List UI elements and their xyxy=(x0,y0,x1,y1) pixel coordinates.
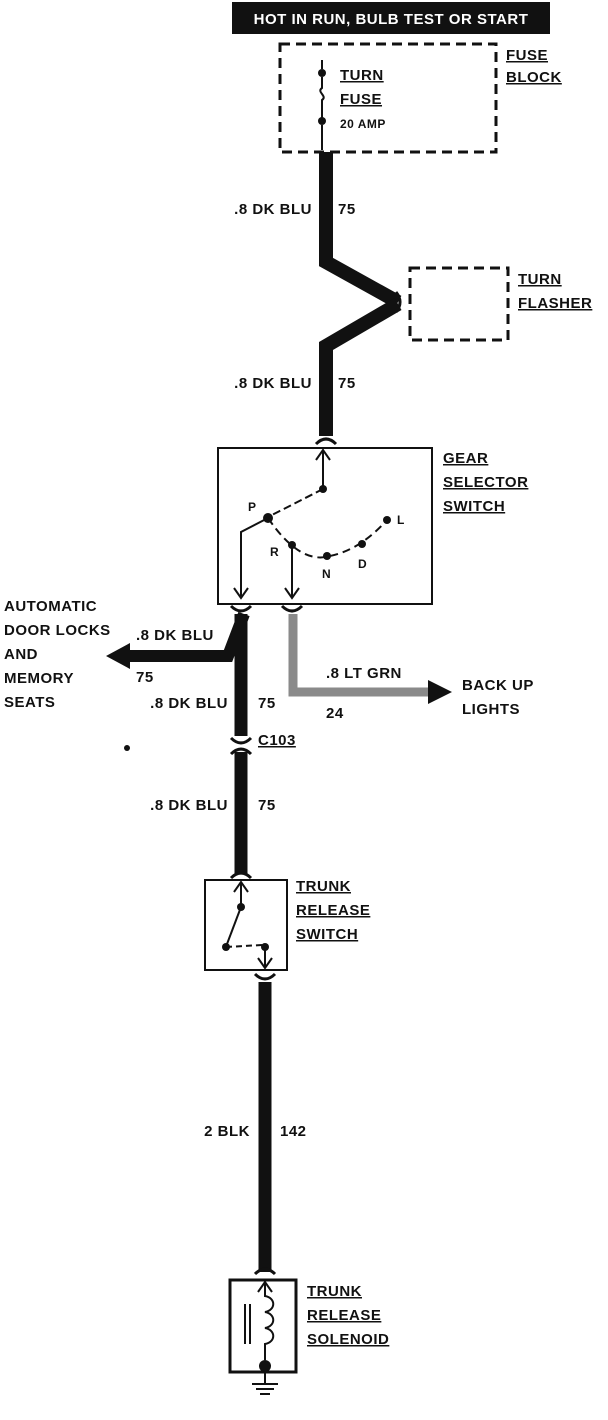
wire-5-circuit: 75 xyxy=(258,797,276,814)
solenoid-coil xyxy=(264,1284,275,1360)
fuse-terminal-top xyxy=(318,69,326,77)
fuse-block-box xyxy=(278,42,498,154)
gear-selector-box xyxy=(217,447,433,605)
contact-n xyxy=(323,552,331,560)
flasher-box xyxy=(408,266,510,342)
fuse-terminal-bottom xyxy=(318,117,326,125)
dest-auto-3: AND xyxy=(4,646,38,663)
wire-3-size-color: .8 DK BLU xyxy=(136,627,214,644)
dest-auto-5: SEATS xyxy=(4,694,55,711)
wire-4-circuit: 75 xyxy=(258,695,276,712)
contact-d xyxy=(358,540,366,548)
dest-auto-1: AUTOMATIC xyxy=(4,598,97,615)
selector-arc xyxy=(267,517,388,559)
position-l: L xyxy=(397,513,404,527)
dest-backup-1: BACK UP xyxy=(462,677,534,694)
position-d: D xyxy=(358,557,367,571)
fuse-name: TURN xyxy=(340,67,384,84)
trunk-switch-label-3: SWITCH xyxy=(296,926,358,943)
gear-selector-label-2: SELECTOR xyxy=(443,474,528,491)
wire-7-size-color: 2 BLK xyxy=(204,1123,250,1140)
wire-7-circuit: 142 xyxy=(280,1123,307,1140)
c103-connector-top xyxy=(229,736,253,745)
ground-icon xyxy=(252,1383,278,1395)
trunk-solenoid-box xyxy=(228,1278,298,1374)
header-banner xyxy=(232,2,550,34)
position-n: N xyxy=(322,567,331,581)
wire-3-circuit: 75 xyxy=(136,669,154,686)
wire-lt-grn xyxy=(288,614,432,697)
wire-4-size-color: .8 DK BLU xyxy=(150,695,228,712)
dest-backup-2: LIGHTS xyxy=(462,701,520,718)
wire-1-size-color: .8 DK BLU xyxy=(234,201,312,218)
wire-6-size-color: .8 LT GRN xyxy=(326,665,402,682)
contact-l xyxy=(383,516,391,524)
flasher-label: TURN xyxy=(518,271,562,288)
wire-1-circuit: 75 xyxy=(338,201,356,218)
fuse-block-label-2: BLOCK xyxy=(506,69,562,86)
position-p: P xyxy=(248,500,256,514)
wire-6-circuit: 24 xyxy=(326,705,344,722)
wire-2-size-color: .8 DK BLU xyxy=(234,375,312,392)
position-r: R xyxy=(270,545,279,559)
flasher-label-2: FLASHER xyxy=(518,295,592,312)
trunk-solenoid-label: TRUNK xyxy=(307,1283,362,1300)
wire-5-size-color: .8 DK BLU xyxy=(150,797,228,814)
gear-selector-label-3: SWITCH xyxy=(443,498,505,515)
gear-selector-label: GEAR xyxy=(443,450,488,467)
fuse-block-label: FUSE xyxy=(506,47,548,64)
c103-label: C103 xyxy=(258,732,296,749)
fuse-rating: 20 AMP xyxy=(340,117,386,131)
dest-auto-2: DOOR LOCKS xyxy=(4,622,111,639)
header-text: HOT IN RUN, BULB TEST OR START xyxy=(254,11,529,28)
wire-dk-blu-1 xyxy=(319,152,402,309)
dest-auto-4: MEMORY xyxy=(4,670,74,687)
fuse-name-2: FUSE xyxy=(340,91,382,108)
trunk-switch-label-2: RELEASE xyxy=(296,902,370,919)
trunk-solenoid-label-3: SOLENOID xyxy=(307,1331,389,1348)
scan-speck xyxy=(124,745,130,751)
c103-connector-bottom xyxy=(229,747,253,756)
fuse-element xyxy=(319,77,325,118)
trunk-switch-box xyxy=(204,879,288,971)
trunk-switch-label: TRUNK xyxy=(296,878,351,895)
wire-dk-blu-2 xyxy=(319,297,402,436)
arrow-auto-locks xyxy=(106,643,130,669)
arrow-backup-lights xyxy=(428,680,452,704)
trunk-solenoid-label-2: RELEASE xyxy=(307,1307,381,1324)
solenoid-ground-splice xyxy=(259,1360,271,1372)
wire-2-circuit: 75 xyxy=(338,375,356,392)
